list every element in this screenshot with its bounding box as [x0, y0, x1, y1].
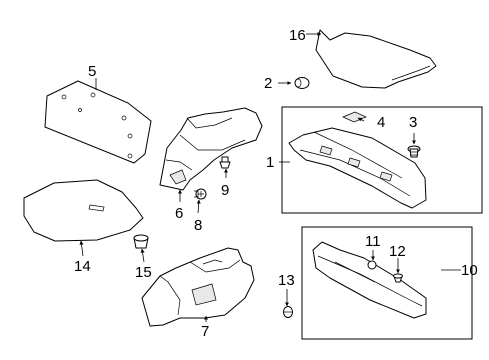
trunk-floor-panel — [44, 80, 152, 164]
callout-15: 15 — [135, 264, 152, 281]
callout-4: 4 — [377, 114, 385, 131]
rear-shelf-assembly — [288, 127, 427, 209]
callout-11: 11 — [365, 233, 381, 250]
clip-13 — [283, 306, 293, 318]
callout-3: 3 — [409, 114, 417, 131]
shelf-assembly-box — [281, 106, 483, 214]
clip-part — [294, 77, 310, 89]
callout-1: 1 — [266, 154, 274, 171]
grommet-3 — [407, 145, 421, 158]
right-side-trim — [141, 247, 255, 327]
trunk-mat — [23, 179, 144, 242]
callout-5: 5 — [88, 63, 96, 80]
left-side-trim — [159, 107, 263, 191]
sill-trim-box — [301, 226, 473, 340]
callout-9: 9 — [221, 182, 229, 199]
callout-7: 7 — [201, 323, 209, 340]
callout-2: 2 — [264, 75, 272, 92]
package-tray-trim — [315, 29, 437, 89]
callout-10: 10 — [461, 262, 478, 279]
callout-6: 6 — [175, 205, 183, 222]
rear-sill-trim — [312, 241, 427, 319]
screw-8 — [194, 188, 207, 200]
push-clip-9 — [219, 156, 231, 169]
clip-12 — [393, 273, 403, 283]
callout-12: 12 — [389, 243, 406, 260]
callout-13: 13 — [278, 272, 295, 289]
callout-14: 14 — [74, 258, 91, 275]
callout-16: 16 — [289, 27, 306, 44]
callout-8: 8 — [194, 217, 202, 234]
pad-4 — [342, 111, 367, 123]
clip-15 — [133, 234, 149, 249]
clip-11 — [367, 260, 377, 270]
